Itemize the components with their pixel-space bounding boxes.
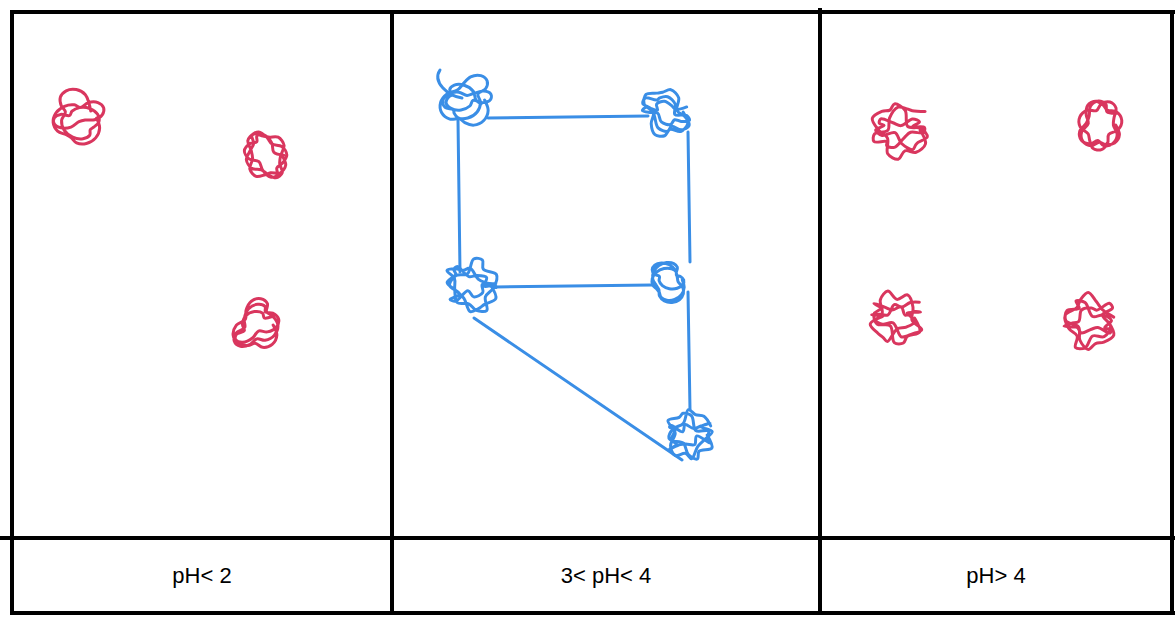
grid-line: [10, 12, 14, 615]
table-cell: 3< pH< 4: [394, 540, 818, 611]
link-line: [458, 120, 460, 272]
molecule-scribble: [233, 299, 279, 348]
link-line: [488, 116, 648, 118]
grid-line: [1170, 12, 1174, 615]
grid-line: [10, 10, 1175, 14]
grid-line: [818, 8, 822, 615]
link-line: [688, 132, 690, 262]
molecule-scribble: [1064, 292, 1114, 349]
grid-line: [0, 536, 1175, 540]
molecule-scribble: [244, 132, 286, 178]
grid-line: [390, 12, 394, 615]
molecule-scribbles: [53, 75, 1122, 459]
molecule-scribble: [447, 258, 497, 312]
table-cell-text: pH> 4: [966, 563, 1025, 589]
molecule-scribble: [870, 291, 922, 344]
network-links: [438, 70, 690, 460]
molecule-scribble: [652, 262, 684, 302]
molecule-scribble: [53, 89, 104, 144]
link-line: [474, 318, 682, 460]
molecule-scribble: [1079, 101, 1122, 150]
table-cell-text: pH< 2: [172, 563, 231, 589]
table-cell: pH< 2: [14, 540, 390, 611]
link-line: [688, 292, 690, 410]
table-cell-text: 3< pH< 4: [561, 563, 652, 589]
molecule-scribble: [642, 90, 689, 137]
molecule-scribble: [440, 75, 491, 125]
grid-line: [10, 611, 1175, 615]
link-line: [495, 285, 652, 287]
table-cell: pH> 4: [822, 540, 1170, 611]
molecule-scribble: [872, 104, 927, 159]
table-grid: [0, 8, 1175, 615]
molecule-scribble: [668, 410, 712, 460]
